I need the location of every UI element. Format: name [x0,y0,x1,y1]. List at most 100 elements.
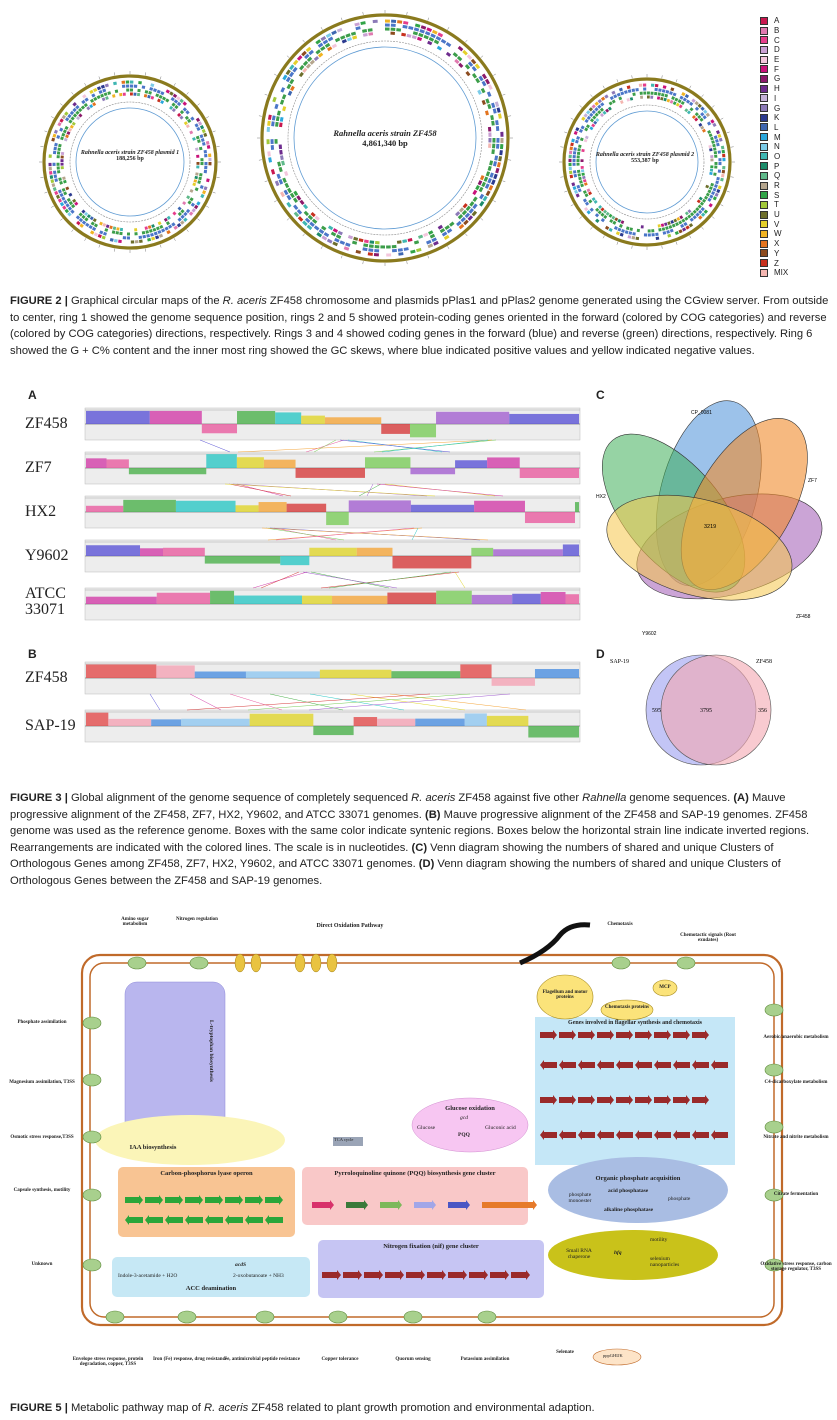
mauve-connector [313,439,337,453]
ring-gene-segment [585,124,591,129]
ring-gene-segment [64,125,69,130]
ring-gene-segment [627,235,632,239]
ring-gene-segment [577,173,581,177]
ring-gene-segment [481,181,486,188]
mauve-lcb [245,671,320,678]
ring-gene-segment [674,230,679,235]
legend-item: V [760,219,820,229]
ring-gene-segment [487,177,492,184]
ring-gene-segment [340,35,346,40]
ring-gene-segment [150,95,155,100]
legend-label: H [774,84,780,94]
ring-gene-segment [67,212,72,217]
ring-gene-segment [588,107,594,112]
legend-item: K [760,113,820,123]
mauve-lcb [235,505,259,512]
ring-gene-segment [81,214,86,220]
ring-gene-segment [487,165,492,172]
ring-gene-segment [345,242,351,247]
ring-gene-segment [194,187,199,192]
ring-gene-segment [183,211,188,217]
ring-gene-segment [195,117,201,123]
two-component-system [82,1073,102,1087]
legend-item: W [760,229,820,239]
ring-gene-segment [697,114,702,119]
ring-gene-segment [63,179,67,184]
mauve-lcb [528,726,579,738]
two-component-system [328,1310,348,1324]
ring-gene-segment [187,118,192,123]
ring-gene-segment [285,76,291,83]
ring-gene-segment [584,127,589,132]
ring-gene-segment [697,204,702,209]
ring-gene-segment [669,228,674,233]
ring-gene-segment [78,217,84,223]
ring-tick [264,94,268,96]
ring-gene-segment [631,88,636,93]
legend-label: A [774,16,780,26]
ring-gene-segment [595,118,600,123]
ring-gene-segment [177,217,182,222]
label-gcd: gcd [460,1115,468,1121]
gene-arrow [482,1200,537,1210]
ring-gene-segment [611,90,616,95]
panel-b-letter: B [28,647,37,661]
ring-gene-segment [201,141,206,146]
ring-gene-segment [59,193,64,198]
legend-swatch [760,74,768,83]
venn-two-way: SAP-19 ZF458 595 3795 356 [610,654,772,766]
ring-gene-segment [427,243,434,249]
ring-gene-segment [486,91,492,97]
legend-item: F [760,64,820,74]
ring-gene-segment [713,147,717,151]
mauve-lcb [206,454,237,468]
legend-swatch [760,249,768,258]
ring-gene-segment [573,147,577,151]
ring-gene-segment [700,206,705,212]
ring-gene-segment [707,129,712,134]
label-acid-phosphatase: acid phosphatase [608,1188,649,1194]
ring-gene-segment [172,211,177,216]
label-phosphate-monoester: phosphate monoester [568,1192,592,1204]
ring-gene-segment [699,201,705,206]
ring-tick [480,218,484,221]
ring-gene-segment [203,132,208,137]
panel-a-letter: A [28,388,37,402]
ring-gene-segment [66,131,71,135]
ring-tick [720,117,724,120]
venn-c-core: 3219 [704,524,716,530]
ring-gene-segment [59,180,63,185]
ring-gene-segment [78,212,83,217]
legend-item: I [760,94,820,104]
cell-outer-membrane [80,953,784,1327]
ring-tick [71,92,74,95]
mauve-lcb [377,718,416,726]
mauve-lcb [471,547,494,556]
ring-gene-segment [327,225,334,231]
panel-d-letter: D [596,647,605,661]
ring-gene-segment [715,130,720,135]
gene-arrow [448,1200,470,1210]
ring-gene-segment [597,104,602,109]
mauve-lcb [86,664,157,678]
mauve-lcb [364,457,411,468]
legend-swatch [760,220,768,229]
ring-tick [286,55,290,58]
mauve-lcb [436,590,472,604]
label-pqq: PQQ [458,1132,470,1138]
ring-gene-segment [321,235,328,241]
legend-swatch [760,65,768,74]
ring-gene-segment [670,87,675,92]
ring-gene-segment [397,20,403,24]
ring-gene-segment [271,121,275,127]
mauve-lcb [123,499,176,512]
ring-gene-segment [576,136,580,140]
venn-d-right-label: ZF458 [756,659,772,665]
ring-gene-segment [274,180,280,187]
label-nitrogen-regulation: Nitrogen regulation [176,917,218,922]
legend-swatch [760,94,768,103]
ring-gene-segment [580,183,584,188]
ring-gene-segment [98,89,103,94]
ring-gene-segment [571,182,576,187]
ring-gene-segment [65,203,70,208]
